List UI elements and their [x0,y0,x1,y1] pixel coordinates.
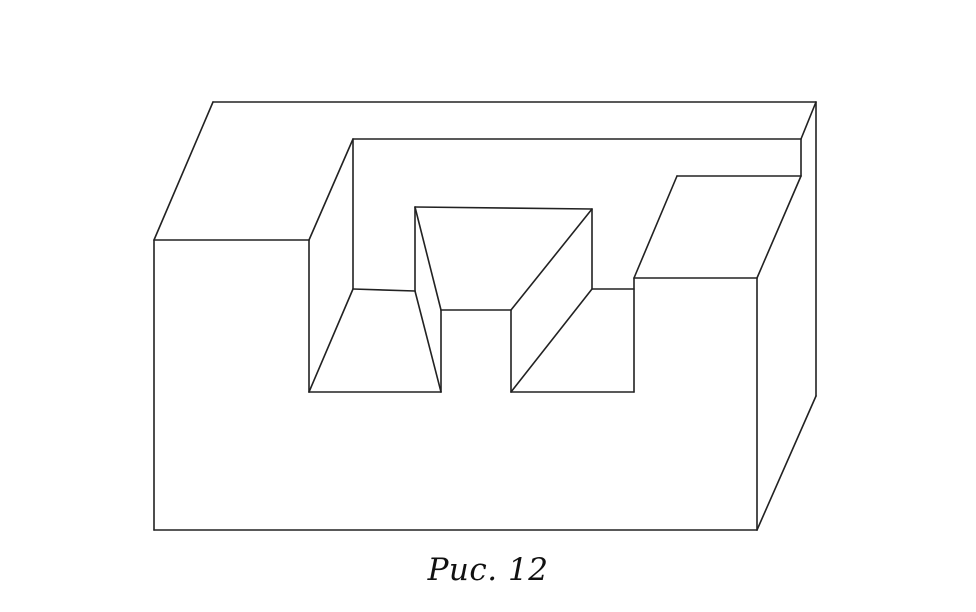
left-floor-slope [414,290,442,393]
prism-right-diagonal [510,208,593,311]
left-floor-diagonal [308,288,354,393]
right-floor-diagonal [510,288,593,393]
right-step-depth [800,101,817,140]
prism-top-edge [414,206,593,210]
top-left-depth-edge [153,101,214,241]
left-floor-back [352,288,416,292]
bottom-right-depth-edge [756,395,817,531]
slot-left-top-depth [308,138,354,241]
outer-block-edges [153,101,817,531]
left-sloped-edge [414,206,442,311]
slot-right-top-depth [633,175,678,279]
inner-cut-edges [308,206,635,393]
slot-edges [308,138,802,393]
right-top-depth-edge [756,175,802,279]
figure-caption: Рис. 12 [427,552,549,588]
